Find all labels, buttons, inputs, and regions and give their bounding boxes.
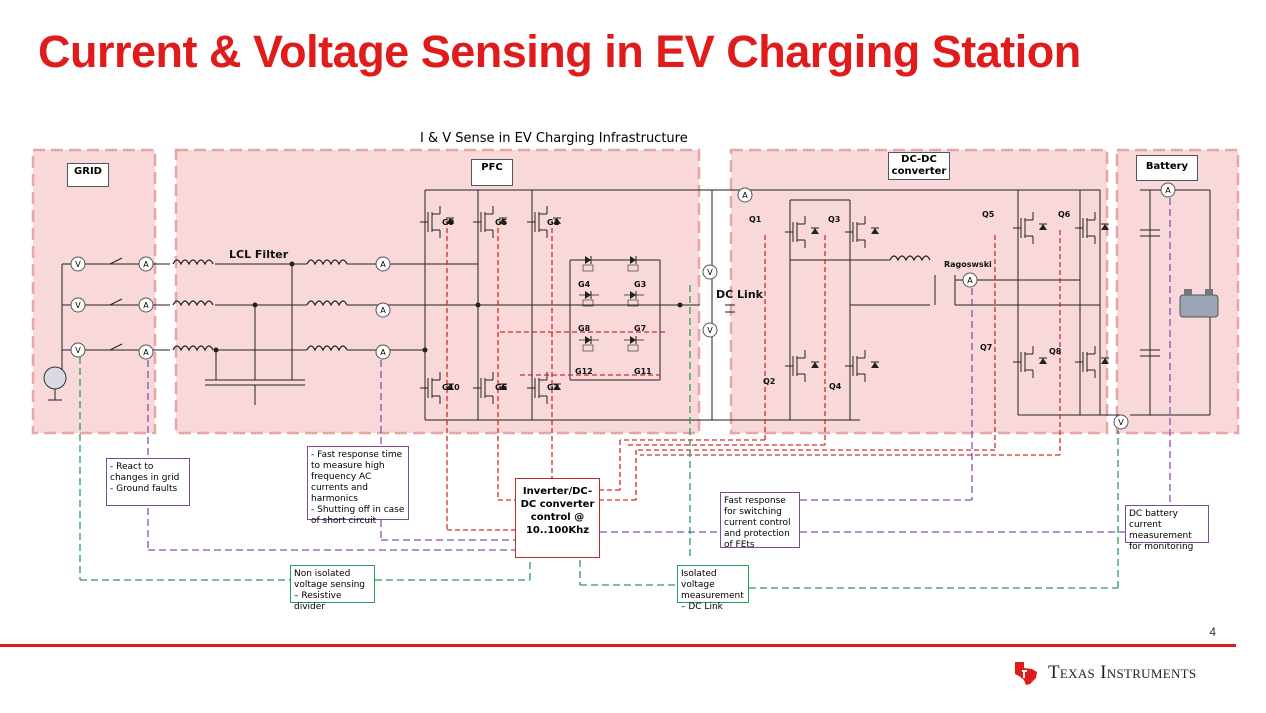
pfc-region xyxy=(174,148,701,435)
grid-note-line1: - React to changes in grid xyxy=(110,462,180,483)
red-sense-lines xyxy=(446,228,1061,531)
switch-q5: Q5 xyxy=(982,210,995,219)
gate-g6: G6 xyxy=(495,383,508,392)
dcdc-region xyxy=(729,148,1109,435)
junction-dots xyxy=(213,261,683,353)
dcdc-label-line2: converter xyxy=(891,166,947,177)
gate-g2: G2 xyxy=(547,383,560,392)
switch-q7: Q7 xyxy=(980,343,993,352)
battery-monitor-note: DC battery current measurement for monit… xyxy=(1125,505,1209,552)
battery-region xyxy=(1115,148,1240,435)
pfc-bridge xyxy=(424,189,700,421)
controller-line2: control @ xyxy=(530,512,585,523)
gate-g10: G10 xyxy=(442,383,460,392)
controller-block: Inverter/DC-DC converter control @ 10..1… xyxy=(515,478,600,558)
page-title: Current & Voltage Sensing in EV Charging… xyxy=(38,26,1081,77)
switch-q8: Q8 xyxy=(1049,347,1062,356)
ac-sense-note: - Fast response time to measure high fre… xyxy=(307,446,409,526)
lcl-filter-label: LCL Filter xyxy=(229,248,289,261)
green-sense-lines xyxy=(79,285,1119,589)
battery-icon xyxy=(1179,289,1219,318)
dcdc-label: DC-DC converter xyxy=(888,152,950,180)
ac-note-line2: - Shutting off in case of short circuit xyxy=(311,505,405,526)
page-number: 4 xyxy=(1209,625,1216,639)
dc-link-label: DC Link xyxy=(716,288,763,301)
gate-g3: G3 xyxy=(634,280,647,289)
gate-g8: G8 xyxy=(578,324,591,333)
controller-line3: 10..100Khz xyxy=(525,525,590,536)
switch-q4: Q4 xyxy=(829,382,842,391)
switch-q1: Q1 xyxy=(749,215,762,224)
switch-q3: Q3 xyxy=(828,215,841,224)
gate-g9: G9 xyxy=(442,218,455,227)
brand-second: Instruments xyxy=(1100,662,1197,683)
controller-line1: Inverter/DC-DC converter xyxy=(520,486,595,510)
fet-protection-note: Fast response for switching current cont… xyxy=(720,492,800,550)
gate-g1: G1 xyxy=(547,218,560,227)
non-isolated-note: Non isolated voltage sensing – Resistive… xyxy=(290,565,375,612)
grid-note-line2: - Ground faults xyxy=(110,484,178,494)
gate-g12: G12 xyxy=(575,367,593,376)
texas-state-icon xyxy=(1015,662,1037,685)
brand-first: Texas xyxy=(1048,662,1096,683)
ragoswski-label: Ragoswski xyxy=(944,260,992,269)
texas-instruments-logo: Texas Instruments xyxy=(1012,660,1196,686)
ac-note-line1: - Fast response time to measure high fre… xyxy=(311,450,403,504)
switch-q6: Q6 xyxy=(1058,210,1071,219)
pfc-label: PFC xyxy=(471,159,513,186)
ac-source-icon xyxy=(43,366,67,401)
grid-sense-note: - React to changes in grid - Ground faul… xyxy=(106,458,190,506)
gate-g11: G11 xyxy=(634,367,652,376)
gate-g4: G4 xyxy=(578,280,591,289)
gate-g5: G5 xyxy=(495,218,508,227)
purple-sense-lines xyxy=(147,198,1171,551)
battery-label: Battery xyxy=(1136,155,1198,181)
grid-switches xyxy=(109,257,123,351)
footer-divider xyxy=(0,644,1236,647)
diagram-subtitle: I & V Sense in EV Charging Infrastructur… xyxy=(420,131,688,146)
isolated-note: Isolated voltage measurement – DC Link xyxy=(677,565,749,612)
gate-g7: G7 xyxy=(634,324,647,333)
grid-region xyxy=(31,148,157,435)
grid-label: GRID xyxy=(67,163,109,187)
switch-q2: Q2 xyxy=(763,377,776,386)
dcdc-label-line1: DC-DC xyxy=(901,154,937,165)
